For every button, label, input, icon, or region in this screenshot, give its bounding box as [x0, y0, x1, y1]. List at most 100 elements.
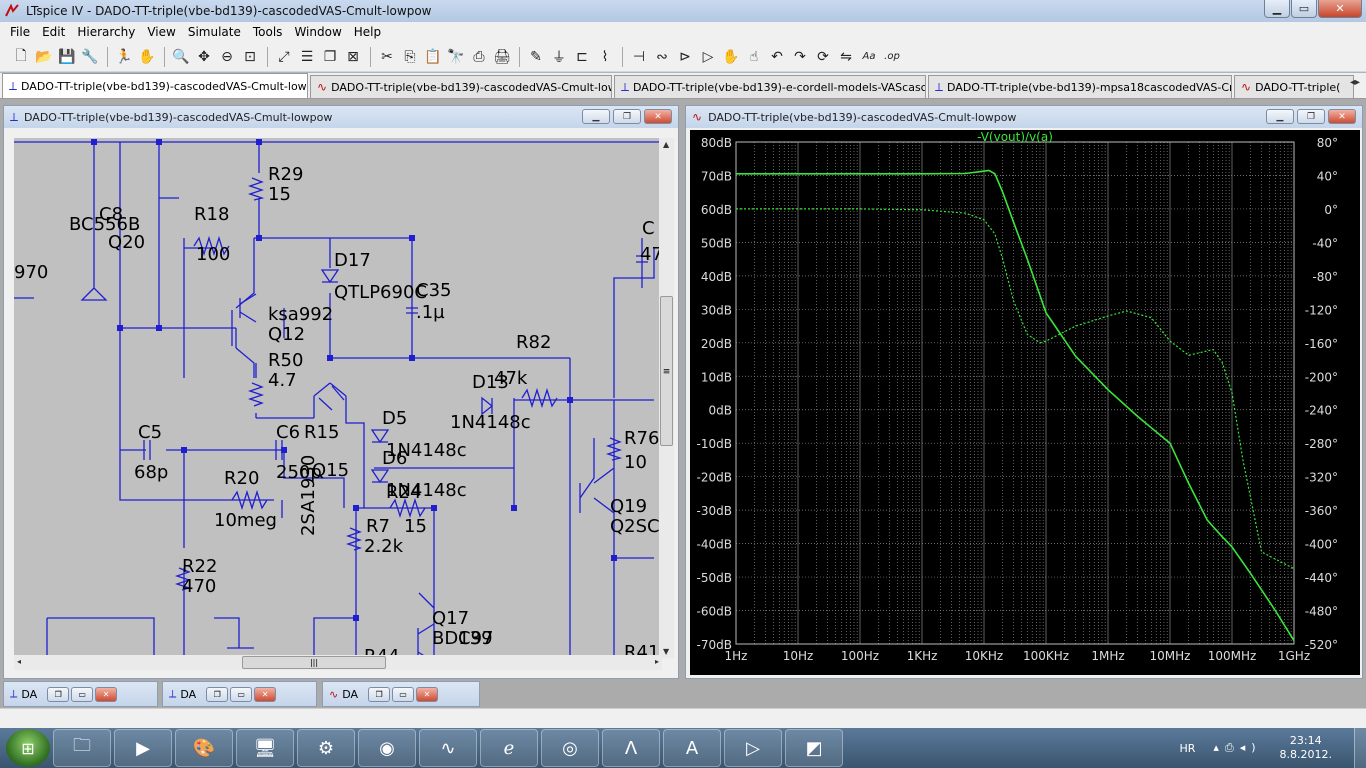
child-minimize-button[interactable]: ▁ — [582, 109, 610, 124]
spice-directive-icon[interactable]: .op — [884, 51, 900, 62]
schematic-label[interactable]: Q17 — [432, 608, 469, 629]
schematic-label[interactable]: 10 — [624, 452, 647, 473]
zoom-out-icon[interactable]: ⊖ — [221, 48, 233, 65]
close-button[interactable]: ✕ — [1318, 0, 1362, 18]
schematic-label[interactable]: 4.7 — [268, 370, 297, 391]
inductor-icon[interactable]: ∾ — [656, 48, 668, 65]
tab-waveform-2[interactable]: ∿DADO-TT-triple( — [1234, 75, 1354, 98]
undo-icon[interactable]: ↶ — [771, 48, 783, 65]
paint-icon[interactable]: 🎨 — [175, 729, 233, 767]
text-icon[interactable]: Aa — [862, 51, 876, 62]
resistor-icon[interactable]: ⌇ — [601, 48, 609, 65]
security-icon[interactable]: ◉ — [358, 729, 416, 767]
waveform-window-titlebar[interactable]: ∿ DADO-TT-triple(vbe-bd139)-cascodedVAS-… — [686, 106, 1362, 128]
tab-scroll-arrows[interactable]: ◂▸ — [1349, 77, 1360, 88]
menu-window[interactable]: Window — [294, 25, 342, 39]
menu-simulate[interactable]: Simulate — [187, 25, 241, 39]
zoom-fit-icon[interactable]: ⊡ — [244, 48, 256, 65]
schematic-label[interactable]: 250p — [276, 462, 322, 483]
schematic-label[interactable]: 15 — [268, 184, 291, 205]
schematic-label[interactable]: BD139 — [432, 628, 493, 649]
maximize-button[interactable]: ▭ — [1291, 0, 1317, 18]
component-icon[interactable]: ▷ — [702, 48, 714, 65]
maximize-button[interactable]: ▭ — [71, 686, 94, 702]
tray-icons[interactable]: ▴⎙◂) — [1213, 741, 1262, 754]
ltspice-sim-icon[interactable]: ▷ — [724, 729, 782, 767]
paste-icon[interactable]: 📋 — [424, 48, 442, 65]
restore-button[interactable]: ❐ — [206, 686, 229, 702]
schematic-label[interactable]: D6 — [382, 448, 407, 469]
remote-desktop-icon[interactable]: 🖥 — [236, 729, 294, 767]
schematic-label[interactable]: 47 — [640, 244, 662, 265]
schematic-label[interactable]: 100 — [196, 244, 230, 265]
schematic-label[interactable]: R82 — [516, 332, 551, 353]
schematic-label[interactable]: R22 — [182, 556, 217, 577]
internet-explorer-icon[interactable]: ℯ — [480, 729, 538, 767]
schematic-label[interactable]: 1N4148c — [386, 440, 467, 461]
schematic-label[interactable]: 1N4148c — [386, 480, 467, 501]
child-restore-button[interactable]: ❐ — [613, 109, 641, 124]
chrome-icon[interactable]: ◎ — [541, 729, 599, 767]
schematic-label[interactable]: ksa992 — [268, 304, 333, 325]
mouse-tool-icon[interactable]: ⚙ — [297, 729, 355, 767]
app-icon[interactable]: ◩ — [785, 729, 843, 767]
menu-view[interactable]: View — [147, 25, 176, 39]
schematic-label[interactable]: C97 — [458, 628, 493, 649]
close-all-icon[interactable]: ⊠ — [347, 48, 359, 65]
mirror-icon[interactable]: ⇋ — [840, 48, 852, 65]
schematic-label[interactable]: 47k — [494, 368, 528, 389]
zoom-in-icon[interactable]: 🔍 — [172, 48, 190, 65]
close-button[interactable]: ✕ — [95, 686, 118, 702]
schematic-label[interactable]: R24 — [386, 482, 421, 503]
halt-icon[interactable]: ✋ — [138, 48, 156, 65]
child-restore-button[interactable]: ❐ — [1297, 109, 1325, 124]
schematic-label[interactable]: C5 — [138, 422, 162, 443]
schematic-label[interactable]: 2.2k — [364, 536, 404, 557]
ltspice-icon[interactable]: Λ — [602, 729, 660, 767]
rotate-icon[interactable]: ⟳ — [817, 48, 829, 65]
wire-icon[interactable]: ✎ — [530, 48, 542, 65]
cascade-icon[interactable]: ❐ — [323, 48, 337, 65]
schematic-window-titlebar[interactable]: ⟂ DADO-TT-triple(vbe-bd139)-cascodedVAS-… — [4, 106, 678, 128]
move-icon[interactable]: ✋ — [722, 48, 740, 65]
vertical-scroll-thumb[interactable]: ≡ — [660, 296, 673, 446]
schematic-vertical-scrollbar[interactable]: ▲ ≡ ▼ — [659, 138, 674, 658]
explorer-icon[interactable]: 🗀 — [53, 729, 111, 767]
app-titlebar[interactable]: LTspice IV - DADO-TT-triple(vbe-bd139)-c… — [0, 0, 1366, 22]
menu-hierarchy[interactable]: Hierarchy — [77, 25, 136, 39]
menu-help[interactable]: Help — [353, 25, 382, 39]
autorange-icon[interactable]: ⤢ — [278, 48, 290, 65]
schematic-label[interactable]: 68p — [134, 462, 168, 483]
schematic-label[interactable]: R20 — [224, 468, 259, 489]
print-setup-icon[interactable]: ⎙ — [473, 48, 485, 65]
word-icon[interactable]: A — [663, 729, 721, 767]
schematic-label[interactable]: Q19 — [610, 496, 647, 517]
horizontal-scroll-thumb[interactable]: ||| — [242, 656, 386, 669]
close-button[interactable]: ✕ — [254, 686, 277, 702]
schematic-label[interactable]: D13 — [472, 372, 509, 393]
tab-schematic-2[interactable]: ⟂DADO-TT-triple(vbe-bd139)-e-cordell-mod… — [614, 75, 926, 98]
tile-icon[interactable]: ☰ — [300, 48, 314, 65]
clock[interactable]: 23:14 8.8.2012. — [1280, 734, 1332, 762]
schematic-label[interactable]: 2SA1930 — [298, 455, 319, 536]
child-minimize-button[interactable]: ▁ — [1266, 109, 1294, 124]
schematic-label[interactable]: C6 — [276, 422, 300, 443]
tab-schematic-1[interactable]: ⟂DADO-TT-triple(vbe-bd139)-cascodedVAS-C… — [2, 73, 308, 98]
show-desktop-button[interactable] — [1354, 728, 1366, 768]
schematic-label[interactable]: QTLP690C — [334, 282, 427, 303]
tab-waveform-1[interactable]: ∿DADO-TT-triple(vbe-bd139)-cascodedVAS-C… — [310, 75, 612, 98]
schematic-label[interactable]: D5 — [382, 408, 407, 429]
menu-tools[interactable]: Tools — [252, 25, 283, 39]
schematic-label[interactable]: Q20 — [108, 232, 145, 253]
schematic-horizontal-scrollbar[interactable]: ◂ ||| ▸ — [14, 655, 662, 670]
schematic-label[interactable]: D17 — [334, 250, 371, 271]
cut-icon[interactable]: ✂ — [381, 48, 393, 65]
close-button[interactable]: ✕ — [416, 686, 439, 702]
schematic-label[interactable]: Q15 — [312, 460, 349, 481]
schematic-label[interactable]: R18 — [194, 204, 229, 225]
schematic-label[interactable]: R7 — [366, 516, 390, 537]
label-icon[interactable]: ⊏ — [576, 48, 588, 65]
schematic-label[interactable]: 1N4148c — [450, 412, 531, 433]
media-player-icon[interactable]: ▶ — [114, 729, 172, 767]
schematic-label[interactable]: C35 — [416, 280, 451, 301]
